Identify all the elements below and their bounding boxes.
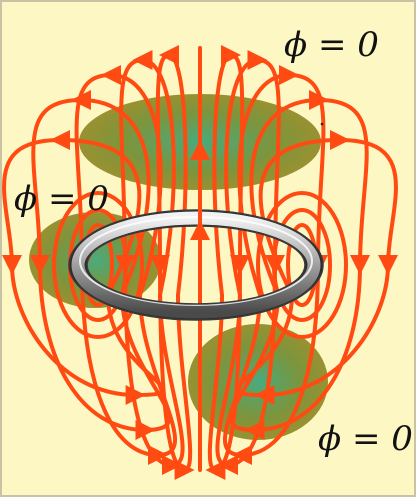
field-line-wire-loop-5 — [272, 208, 332, 322]
field-line-wire-loop-3 — [52, 191, 144, 339]
field-lines — [1, 45, 399, 481]
field-line-loop-right-5 — [234, 129, 399, 405]
field-line-loop-left-5 — [1, 129, 166, 405]
dot-mark — [320, 122, 324, 126]
potential-label-bottom-right: ϕ = 0 — [318, 419, 413, 459]
potential-label-top-right: ϕ = 0 — [284, 25, 379, 65]
potential-label-left: ϕ = 0 — [14, 179, 109, 219]
field-line-wire-loop-6 — [256, 191, 348, 339]
